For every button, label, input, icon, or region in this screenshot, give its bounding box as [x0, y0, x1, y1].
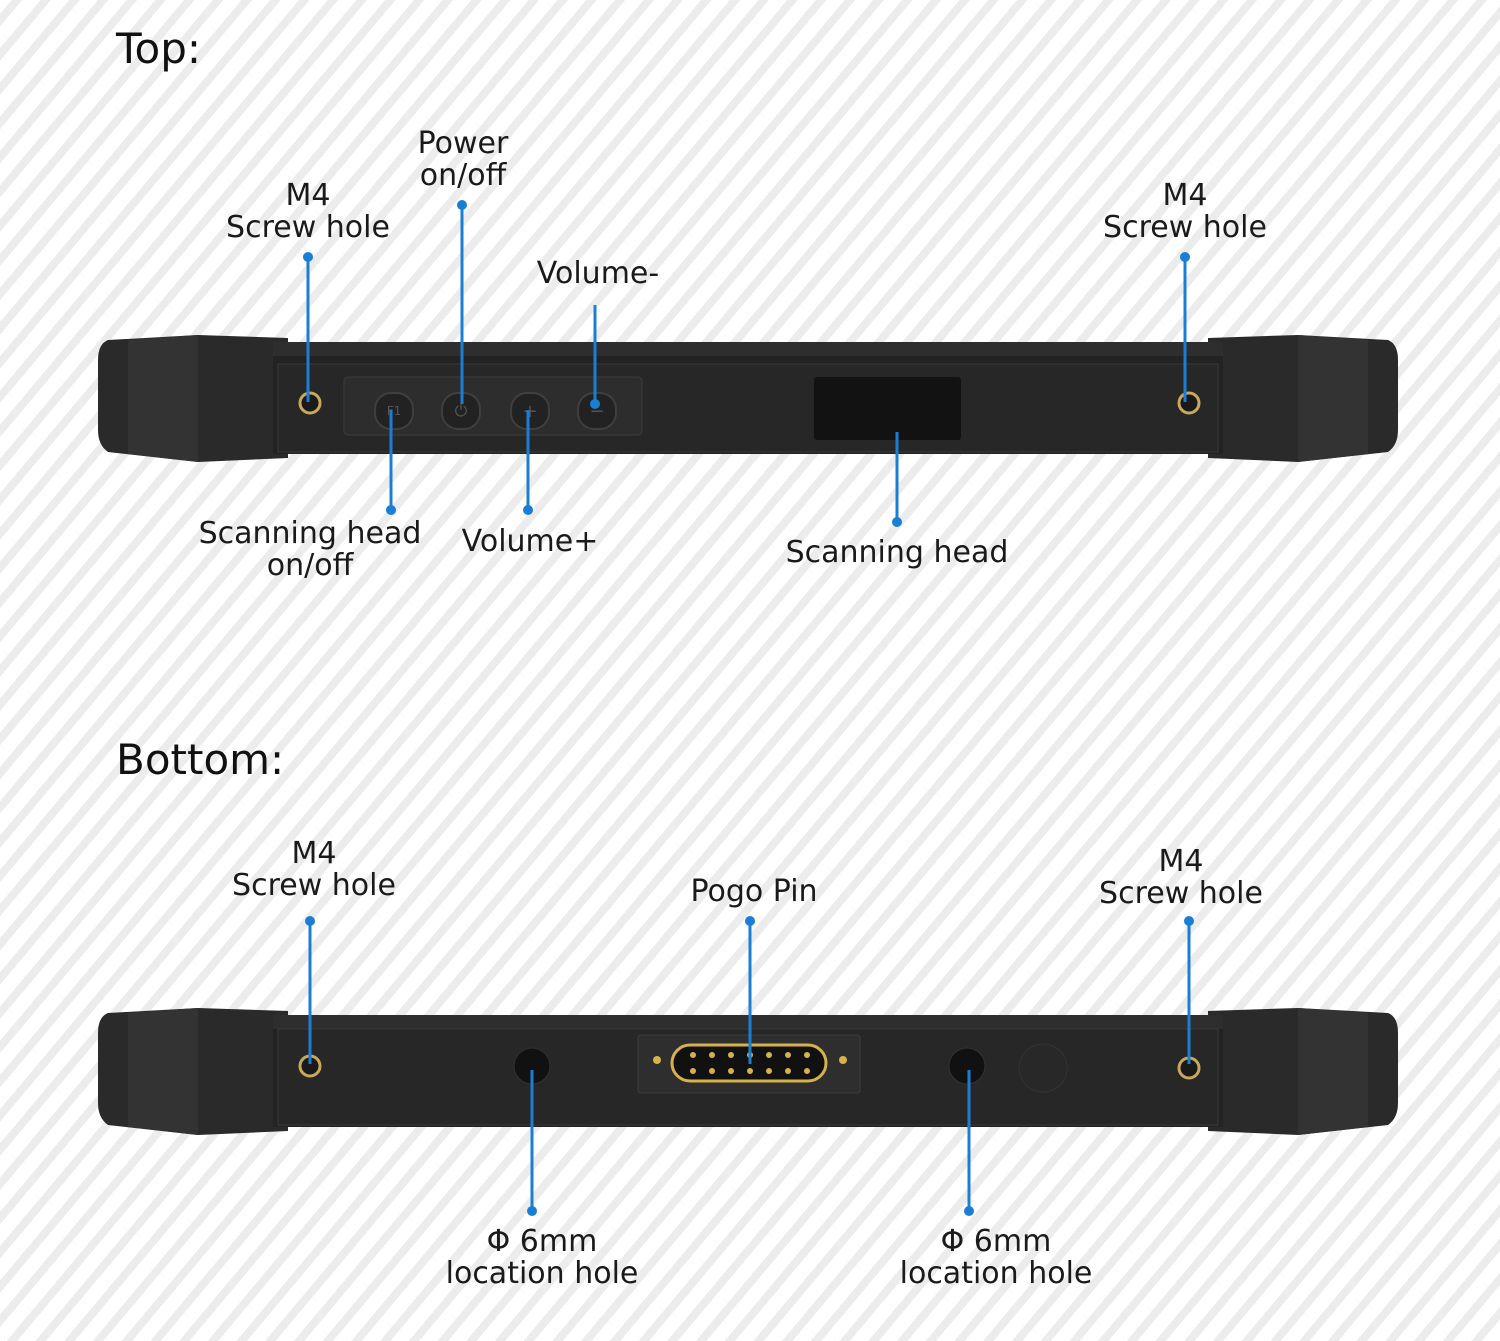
top-scanning-head-label: Scanning head: [785, 535, 1009, 570]
bottom-m4-right-callout: [1184, 916, 1194, 1064]
top-power-callout: [457, 200, 467, 404]
top-volume-plus-callout: [523, 410, 533, 515]
top-volume-minus-callout: [590, 305, 600, 409]
top-device-view: [98, 335, 1398, 462]
bottom-loc-left-callout: [527, 1070, 537, 1216]
top-scanning-head-callout: [892, 432, 902, 527]
top-left-screw-hole: [298, 391, 322, 415]
top-m4-left-callout: [303, 252, 313, 402]
top-m4-right-callout: [1180, 252, 1190, 402]
top-f1-callout: [386, 410, 396, 515]
bottom-pogo-pin-label: Pogo Pin: [690, 874, 818, 909]
bottom-m4-left-callout: [305, 916, 315, 1064]
bottom-device-view: [98, 1008, 1398, 1135]
power-icon: ⏻: [454, 401, 468, 420]
plus-icon: +: [522, 400, 538, 422]
top-scanner-window: [814, 377, 961, 440]
bottom-pogo-pin-callout: [745, 916, 755, 1064]
top-button-panel: [343, 376, 643, 436]
right-location-hole: [948, 1047, 986, 1085]
bottom-loc-right-callout: [964, 1070, 974, 1216]
f1-button[interactable]: F1: [374, 392, 414, 430]
bottom-section-heading: Bottom:: [116, 735, 285, 784]
volume-down-button[interactable]: −: [577, 392, 617, 430]
volume-up-button[interactable]: +: [510, 392, 550, 430]
top-section-heading: Top:: [116, 24, 202, 73]
top-volume-plus-label: Volume+: [461, 524, 599, 559]
top-volume-minus-label: Volume-: [536, 256, 660, 291]
